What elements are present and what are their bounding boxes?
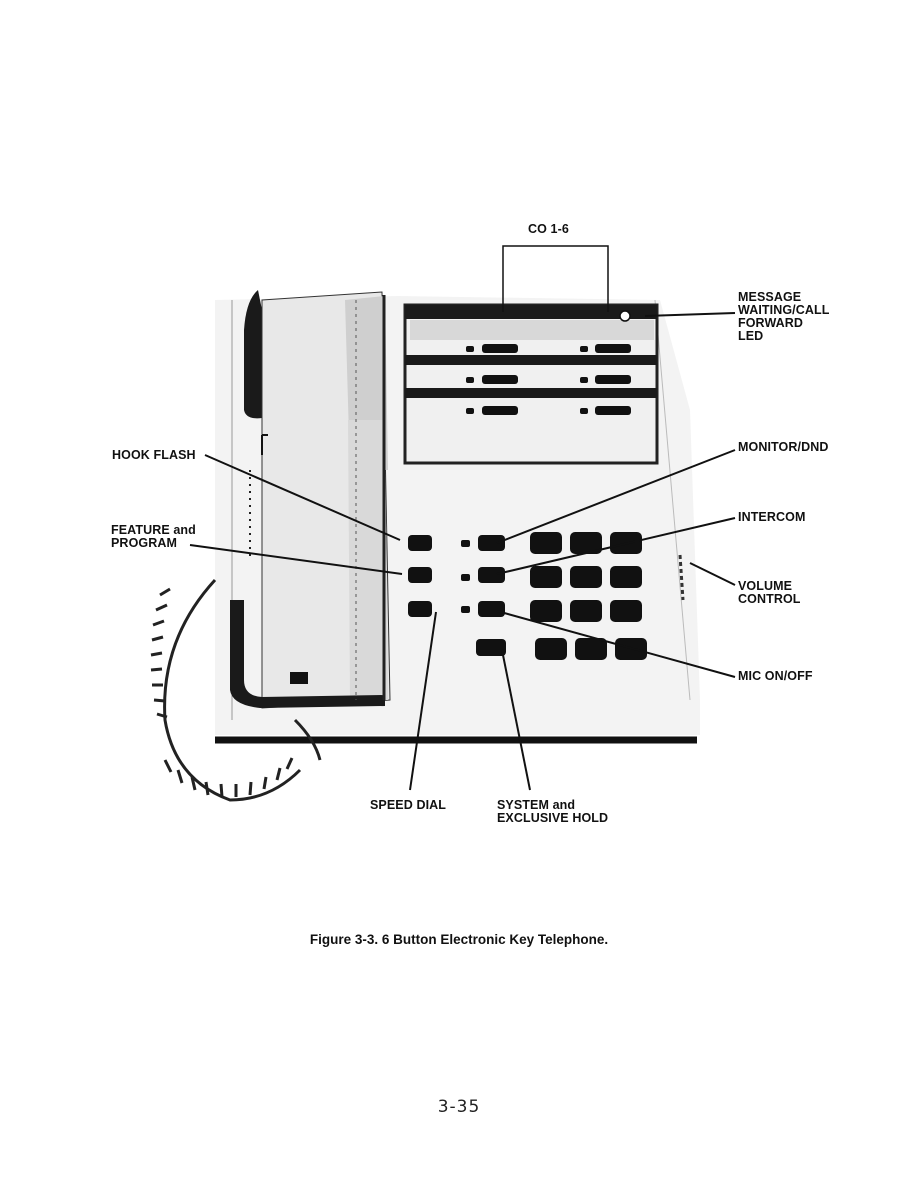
label-line: EXCLUSIVE HOLD: [497, 811, 609, 825]
figure-caption: Figure 3-3. 6 Button Electronic Key Tele…: [309, 932, 609, 947]
label-line: PROGRAM: [111, 536, 177, 550]
volume-slider: [678, 554, 685, 601]
co-bracket: [502, 245, 609, 312]
label-intercom: INTERCOM: [738, 510, 806, 524]
label-line: FORWARD: [738, 316, 804, 330]
page-number: 3-35: [437, 1097, 481, 1117]
leader-lines: [189, 312, 736, 791]
label-line: CONTROL: [738, 592, 801, 606]
label-system-hold: SYSTEM and EXCLUSIVE HOLD: [497, 799, 608, 825]
label-mic-on-off: MIC ON/OFF: [738, 669, 813, 683]
label-line: MESSAGE: [738, 290, 802, 304]
label-speed-dial: SPEED DIAL: [370, 798, 447, 812]
label-feature-program: FEATURE and PROGRAM: [111, 524, 196, 550]
label-hook-flash: HOOK FLASH: [112, 448, 196, 462]
handset: [230, 290, 391, 709]
label-line: SYSTEM and: [497, 798, 576, 812]
label-monitor-dnd: MONITOR/DND: [738, 440, 829, 454]
label-line: LED: [738, 329, 764, 343]
label-line: WAITING/CALL: [738, 303, 830, 317]
label-message-waiting-led: MESSAGE WAITING/CALL FORWARD LED: [738, 291, 829, 343]
label-co-lines: CO 1-6: [528, 222, 569, 236]
co-button-panel: [403, 303, 659, 465]
keypad: [408, 532, 647, 660]
co-line-buttons: [466, 344, 631, 415]
label-line: VOLUME: [738, 579, 793, 593]
coiled-cord: [150, 578, 322, 802]
label-volume-control: VOLUME CONTROL: [738, 580, 801, 606]
label-line: FEATURE and: [111, 523, 196, 537]
